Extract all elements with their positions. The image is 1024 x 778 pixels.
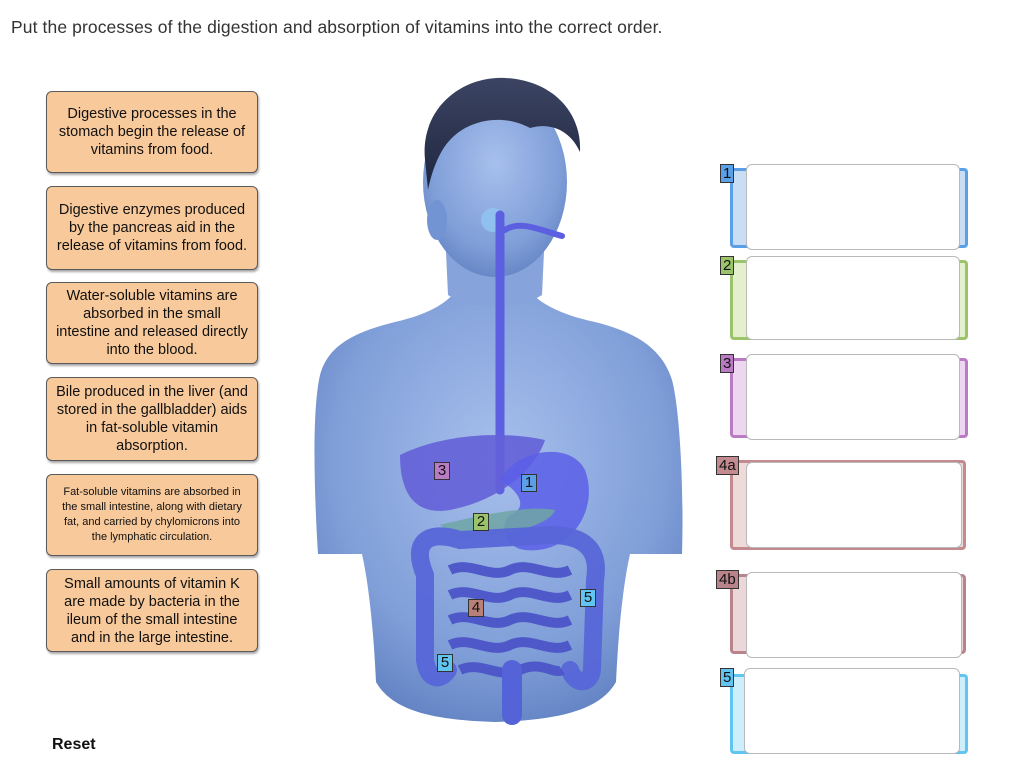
answer-card-stomach[interactable]: Digestive processes in the stomach begin…	[46, 91, 258, 173]
drop-zone-box[interactable]	[746, 354, 960, 440]
drop-zone-4b[interactable]: 4b	[716, 570, 970, 660]
card-text: Small amounts of vitamin K are made by b…	[64, 575, 240, 646]
drop-zone-box[interactable]	[746, 164, 960, 250]
drop-zone-box[interactable]	[744, 668, 960, 754]
digestive-system-figure	[314, 77, 683, 725]
drop-zone-2[interactable]: 2	[720, 254, 970, 344]
answer-card-bile[interactable]: Bile produced in the liver (and stored i…	[46, 377, 258, 461]
figure-label-small-intestine: 4	[468, 599, 484, 617]
figure-label-large-intestine-left: 5	[437, 654, 453, 672]
card-text: Digestive processes in the stomach begin…	[58, 106, 246, 158]
figure-label-large-intestine-right: 5	[580, 589, 596, 607]
card-text: Digestive enzymes produced by the pancre…	[56, 202, 248, 254]
reset-button[interactable]: Reset	[52, 736, 96, 753]
answer-card-water-soluble[interactable]: Water-soluble vitamins are absorbed in t…	[46, 282, 258, 364]
slot-label: 4b	[716, 570, 739, 589]
drop-zone-box[interactable]	[746, 572, 962, 658]
card-text: Fat-soluble vitamins are absorbed in the…	[62, 486, 242, 543]
drop-zone-box[interactable]	[746, 256, 960, 340]
slot-label: 4a	[716, 456, 739, 475]
slot-label: 1	[720, 164, 735, 183]
answer-card-vitamin-k[interactable]: Small amounts of vitamin K are made by b…	[46, 569, 258, 652]
slot-label: 2	[720, 256, 735, 275]
answer-card-fat-soluble[interactable]: Fat-soluble vitamins are absorbed in the…	[46, 474, 258, 556]
slot-label: 3	[720, 354, 735, 373]
instructions-text: Put the processes of the digestion and a…	[11, 17, 663, 37]
figure-label-liver: 3	[434, 462, 450, 480]
drop-zone-3[interactable]: 3	[720, 352, 970, 442]
answer-card-pancreas[interactable]: Digestive enzymes produced by the pancre…	[46, 186, 258, 270]
drop-zone-1[interactable]: 1	[720, 162, 970, 254]
slot-label: 5	[720, 668, 735, 687]
figure-label-pancreas: 2	[473, 513, 489, 531]
drop-zone-box[interactable]	[746, 462, 962, 548]
card-text: Water-soluble vitamins are absorbed in t…	[56, 288, 248, 358]
drop-zone-5[interactable]: 5	[720, 666, 970, 758]
card-text: Bile produced in the liver (and stored i…	[56, 384, 248, 454]
drop-zone-4a[interactable]: 4a	[716, 456, 970, 552]
figure-label-stomach: 1	[521, 474, 537, 492]
